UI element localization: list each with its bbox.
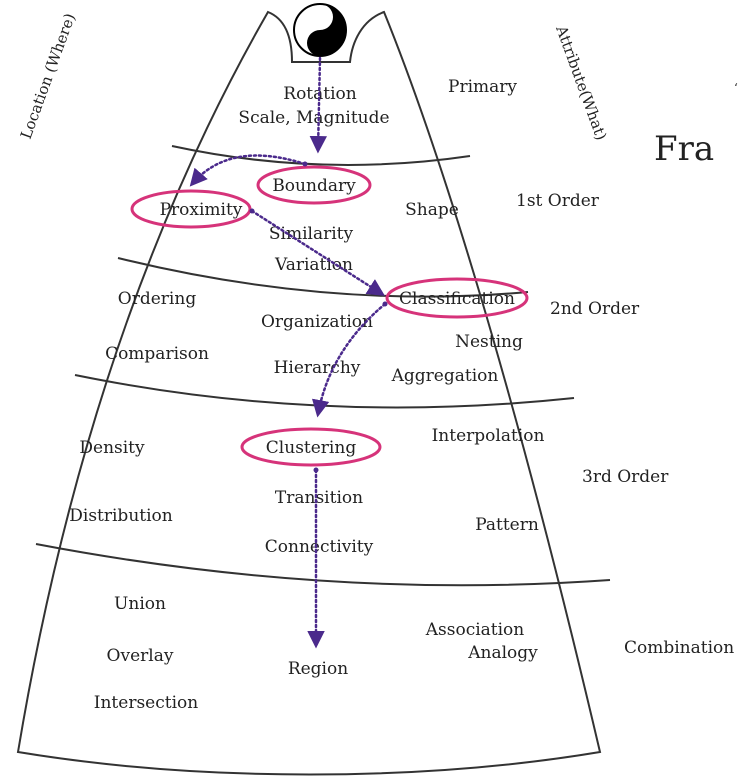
order-primary: Primary — [448, 77, 517, 97]
flow-node-boundary — [302, 161, 308, 167]
highlight-classification — [385, 277, 529, 319]
flow-node-clustering — [313, 467, 319, 473]
term-aggregation: Aggregation — [391, 366, 499, 386]
highlight-clustering — [240, 427, 382, 467]
cropped-title: Fra — [654, 129, 714, 169]
term-overlay: Overlay — [107, 646, 174, 666]
term-similarity: Similarity — [269, 224, 354, 244]
term-hierarchy: Hierarchy — [274, 358, 361, 378]
flow-arrow-classification-to-clustering — [311, 302, 387, 418]
highlight-proximity — [130, 189, 252, 229]
divider-primary — [171, 145, 471, 166]
term-comparison: Comparison — [105, 344, 209, 364]
order-combination: Combination — [624, 638, 734, 658]
term-proximity: Proximity — [160, 200, 243, 220]
highlight-boundary — [256, 165, 372, 205]
term-connectivity: Connectivity — [265, 537, 374, 557]
label-attribute: Attribute(What) — [552, 22, 610, 142]
term-density: Density — [79, 438, 145, 458]
term-transition: Transition — [275, 488, 363, 508]
term-intersection: Intersection — [94, 693, 198, 713]
yin-yang-icon — [293, 3, 347, 57]
flow-arrow-proximity-to-classification — [250, 209, 385, 296]
label-location: Location (Where) — [17, 11, 79, 142]
order-second: 2nd Order — [550, 299, 640, 319]
flow-arrow-boundary-to-proximity — [189, 154, 307, 187]
term-classification: Classification — [399, 289, 515, 309]
term-interpolation: Interpolation — [432, 426, 545, 446]
flow-arrow-yinyang-to-boundary — [309, 56, 328, 154]
flow-node-proximity — [249, 208, 255, 214]
term-pattern: Pattern — [475, 515, 539, 535]
cone-outline — [16, 10, 602, 776]
divider-first — [117, 257, 529, 298]
term-region: Region — [288, 659, 348, 679]
cropped-mark: ‘ — [734, 81, 738, 95]
term-association: Association — [425, 620, 525, 640]
term-nesting: Nesting — [455, 332, 523, 352]
order-third: 3rd Order — [582, 467, 669, 487]
term-scale-magnitude: Scale, Magnitude — [238, 108, 389, 128]
flow-node-classification — [382, 301, 388, 307]
term-ordering: Ordering — [118, 289, 197, 309]
term-shape: Shape — [405, 200, 459, 220]
term-clustering: Clustering — [266, 438, 357, 458]
term-variation: Variation — [274, 255, 353, 275]
term-analogy: Analogy — [467, 643, 538, 663]
term-boundary: Boundary — [272, 176, 356, 196]
term-distribution: Distribution — [69, 506, 173, 526]
divider-third — [35, 543, 611, 587]
term-organization: Organization — [261, 312, 373, 332]
term-union: Union — [114, 594, 166, 614]
order-first: 1st Order — [516, 191, 600, 211]
